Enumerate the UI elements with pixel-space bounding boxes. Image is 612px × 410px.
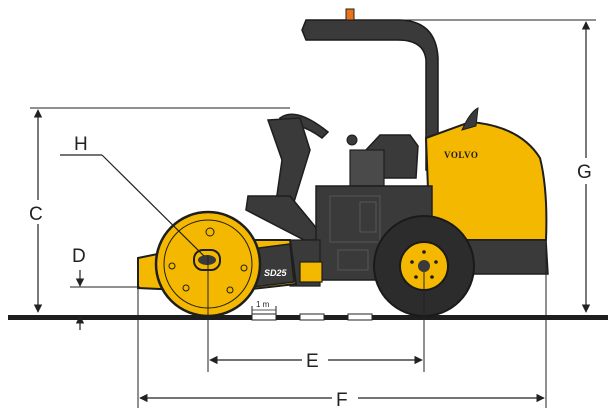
model-label: SD25 (264, 268, 288, 278)
dimension-f-label: F (336, 390, 348, 410)
dimension-h-label: H (74, 134, 88, 155)
dimension-e: E (207, 255, 425, 372)
rear-wheel (373, 215, 475, 317)
scale-bar: 1 m (251, 300, 373, 321)
dimension-d: D (70, 246, 140, 330)
dimension-e-label: E (306, 351, 319, 372)
beacon-light (345, 8, 355, 21)
scale-label: 1 m (256, 300, 270, 309)
dimension-f: F (137, 240, 547, 410)
dimension-g-label: G (577, 162, 592, 183)
brand-logo: VOLVO (444, 150, 478, 160)
dimension-c-label: C (29, 204, 43, 225)
dimension-h: H (60, 134, 205, 257)
dimension-g: G (356, 19, 600, 313)
dimension-c: C (26, 107, 290, 313)
dimension-d-label: D (72, 246, 86, 267)
